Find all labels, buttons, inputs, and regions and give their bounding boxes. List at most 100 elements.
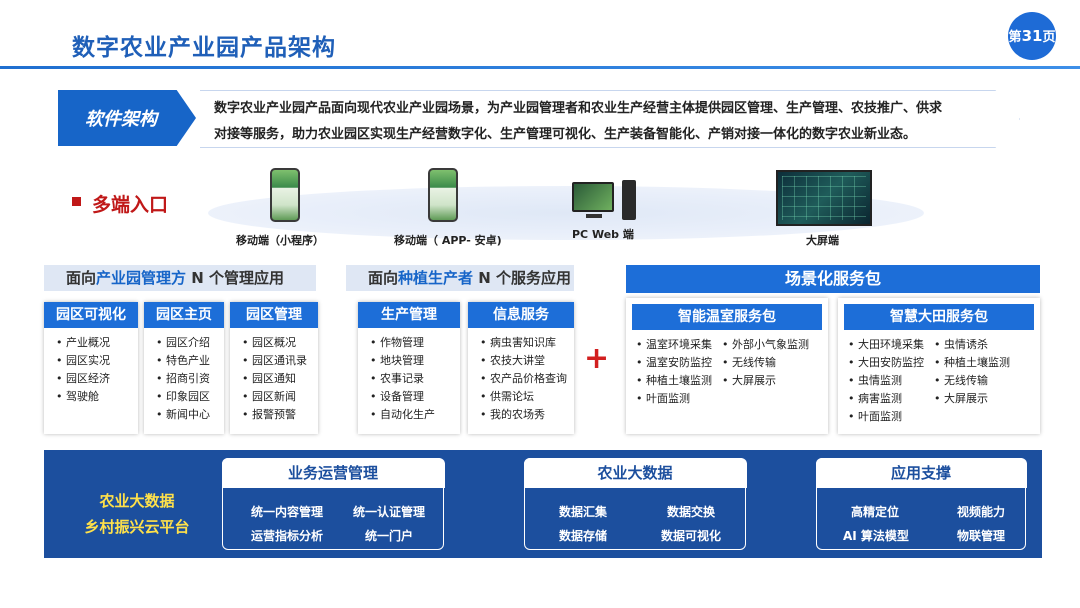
list-item: 园区介绍	[156, 334, 224, 352]
module-park-visualization: 园区可视化 产业概况 园区实况 园区经济 驾驶舱	[44, 302, 138, 434]
list-item: 病害监测	[848, 390, 924, 408]
list-item: 地块管理	[370, 352, 460, 370]
list-item: 作物管理	[370, 334, 460, 352]
module-title: 园区主页	[144, 302, 224, 328]
list-item: 农产品价格查询	[480, 370, 574, 388]
list-item: 设备管理	[370, 388, 460, 406]
pack-title: 智慧大田服务包	[844, 304, 1034, 330]
phone-icon	[428, 168, 458, 222]
list-item: 种植土壤监测	[636, 372, 712, 390]
list-item: 农技大讲堂	[480, 352, 574, 370]
list-item: 我的农场秀	[480, 406, 574, 424]
box-item: 数据交换	[667, 505, 716, 519]
list-item: 驾驶舱	[56, 388, 138, 406]
module-information-service: 信息服务 病虫害知识库 农技大讲堂 农产品价格查询 供需论坛 我的农场秀	[468, 302, 574, 434]
business-operation-box: 业务运营管理 统一内容管理 统一认证管理 运营指标分析 统一门户	[221, 457, 445, 550]
software-architecture-tag: 软件架构	[58, 90, 196, 146]
producers-head-pre: 面向	[368, 269, 399, 287]
platform-title-line1: 农业大数据	[99, 492, 175, 510]
list-item: 病虫害知识库	[480, 334, 574, 352]
list-item: 园区概况	[242, 334, 318, 352]
box-item: 物联管理	[957, 529, 1006, 543]
module-title: 园区可视化	[44, 302, 138, 328]
agri-bigdata-box: 农业大数据 数据汇集 数据交换 数据存储 数据可视化	[523, 457, 747, 550]
list-item: 园区实况	[56, 352, 138, 370]
list-item: 园区通讯录	[242, 352, 318, 370]
page-prefix: 第	[1008, 30, 1022, 45]
list-item: 自动化生产	[370, 406, 460, 424]
list-item: 虫情监测	[848, 372, 924, 390]
endpoint-app-label: 移动端（ APP- 安卓)	[394, 234, 502, 247]
box-item: 视频能力	[957, 505, 1006, 519]
list-item: 温室安防监控	[636, 354, 712, 372]
list-item: 新闻中心	[156, 406, 224, 424]
managers-head-highlight: 产业园管理方	[96, 269, 187, 287]
page-title: 数字农业产业园产品架构	[72, 35, 336, 61]
list-item: 供需论坛	[480, 388, 574, 406]
module-title: 园区管理	[230, 302, 318, 328]
list-item: 特色产业	[156, 352, 224, 370]
pc-tower-icon	[622, 180, 636, 220]
box-item: 高精定位	[851, 505, 900, 519]
list-item: 园区新闻	[242, 388, 318, 406]
box-item: 统一内容管理	[251, 505, 324, 519]
list-item: 大田安防监控	[848, 354, 924, 372]
list-item: 印象园区	[156, 388, 224, 406]
smart-field-pack: 智慧大田服务包 大田环境采集 大田安防监控 虫情监测 病害监测 叶面监测 虫情诱…	[838, 298, 1040, 434]
list-item: 外部小气象监测	[722, 336, 809, 354]
phone-icon	[270, 168, 300, 222]
producers-head-highlight: 种植生产者	[398, 269, 474, 287]
module-park-homepage: 园区主页 园区介绍 特色产业 招商引资 印象园区 新闻中心	[144, 302, 224, 434]
box-title: 应用支撑	[815, 457, 1027, 488]
list-item: 虫情诱杀	[934, 336, 1010, 354]
list-item: 大田环境采集	[848, 336, 924, 354]
bullet-square-icon	[72, 197, 81, 206]
software-description: 数字农业产业园产品面向现代农业产业园场景，为产业园管理者和农业生产经营主体提供园…	[200, 90, 1020, 148]
list-item: 叶面监测	[848, 408, 924, 426]
list-item: 种植土壤监测	[934, 354, 1010, 372]
endpoint-big-screen-label: 大屏端	[806, 234, 839, 247]
pack-title: 智能温室服务包	[632, 304, 822, 330]
module-park-management: 园区管理 园区概况 园区通讯录 园区通知 园区新闻 报警预警	[230, 302, 318, 434]
app-support-box: 应用支撑 高精定位 视频能力 AI 算法模型 物联管理	[815, 457, 1027, 550]
list-item: 园区通知	[242, 370, 318, 388]
page-number-badge: 第31页	[1008, 12, 1056, 60]
list-item: 大屏展示	[722, 372, 809, 390]
list-item: 无线传输	[934, 372, 1010, 390]
software-description-line1: 数字农业产业园产品面向现代农业产业园场景，为产业园管理者和农业生产经营主体提供园…	[214, 101, 943, 116]
monitor-stand	[586, 214, 602, 218]
smart-greenhouse-pack: 智能温室服务包 温室环境采集 温室安防监控 种植土壤监测 叶面监测 外部小气象监…	[626, 298, 828, 434]
module-title: 生产管理	[358, 302, 460, 328]
box-item: 运营指标分析	[251, 529, 324, 543]
list-item: 无线传输	[722, 354, 809, 372]
list-item: 园区经济	[56, 370, 138, 388]
box-title: 业务运营管理	[221, 457, 445, 488]
scenario-section-header: 场景化服务包	[626, 265, 1040, 293]
big-screen-icon	[776, 170, 872, 226]
software-description-line2: 对接等服务，助力农业园区实现生产经营数字化、生产管理可视化、生产装备智能化、产销…	[214, 127, 917, 142]
multi-entrance-label: 多端入口	[92, 194, 169, 216]
endpoint-miniprogram-label: 移动端（小程序）	[236, 234, 324, 247]
list-item: 农事记录	[370, 370, 460, 388]
page-suffix: 页	[1042, 30, 1056, 45]
monitor-icon	[572, 182, 614, 212]
list-item: 报警预警	[242, 406, 318, 424]
list-item: 温室环境采集	[636, 336, 712, 354]
endpoint-pc-web-label: PC Web 端	[572, 228, 634, 241]
platform-title-line2: 乡村振兴云平台	[84, 518, 190, 536]
list-item: 大屏展示	[934, 390, 1010, 408]
platform-title: 农业大数据 乡村振兴云平台	[62, 488, 212, 540]
managers-head-post: N 个管理应用	[186, 269, 285, 287]
producers-head-post: N 个服务应用	[473, 269, 572, 287]
box-item: 统一门户	[365, 529, 414, 543]
module-production-management: 生产管理 作物管理 地块管理 农事记录 设备管理 自动化生产	[358, 302, 460, 434]
module-title: 信息服务	[468, 302, 574, 328]
box-item: 数据汇集	[559, 505, 608, 519]
box-item: AI 算法模型	[843, 529, 909, 543]
producers-section-header: 面向种植生产者 N 个服务应用	[346, 265, 574, 291]
box-item: 数据存储	[559, 529, 608, 543]
title-underline	[0, 66, 1080, 69]
managers-section-header: 面向产业园管理方 N 个管理应用	[44, 265, 316, 291]
list-item: 叶面监测	[636, 390, 712, 408]
box-title: 农业大数据	[523, 457, 747, 488]
